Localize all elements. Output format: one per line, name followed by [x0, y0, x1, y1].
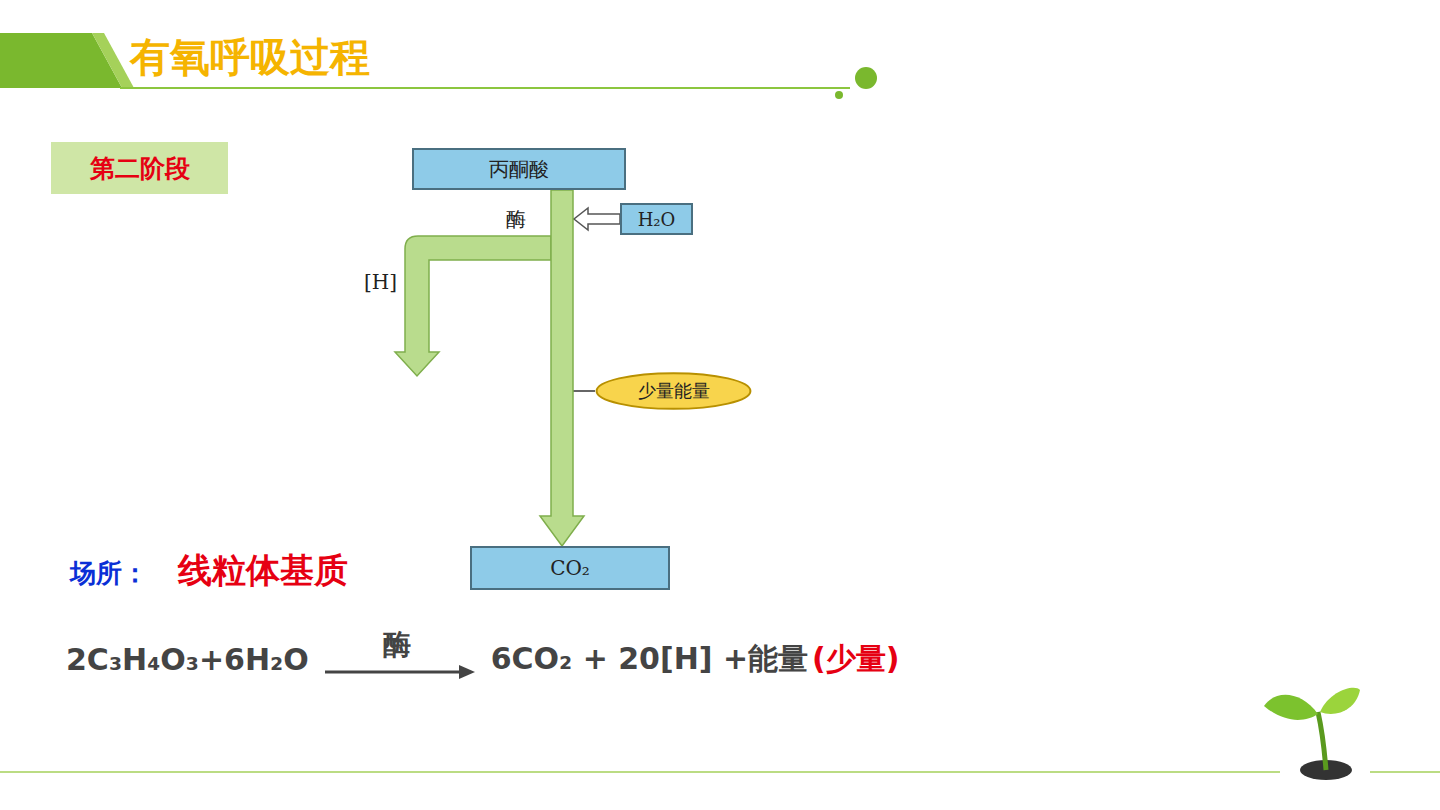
- equation-reactants: 2C₃H₄O₃+6H₂O: [66, 642, 309, 677]
- location-value: 线粒体基质: [178, 548, 348, 594]
- footer-line: [1370, 771, 1440, 773]
- product-label: [H]: [362, 270, 399, 294]
- process-box: CO₂: [470, 546, 670, 590]
- equation-products: 6CO₂ + 20[H] +能量: [491, 639, 808, 680]
- enzyme-label: 酶: [506, 206, 526, 233]
- h-branch-arrow: [395, 236, 551, 376]
- title-bar-accent: [92, 33, 134, 88]
- node-label: 少量能量: [638, 379, 710, 403]
- equation: 2C₃H₄O₃+6H₂O 酶 6CO₂ + 20[H] +能量(少量): [66, 632, 900, 686]
- equation-note: (少量): [812, 639, 899, 680]
- footer-line: [0, 771, 1280, 773]
- stage-band: 第二阶段: [51, 142, 228, 194]
- process-box: 丙酮酸: [412, 148, 626, 190]
- process-box: H₂O: [620, 203, 693, 235]
- location-label: 场所：: [70, 556, 148, 591]
- node-label: H₂O: [638, 209, 676, 230]
- sprout-icon: [1264, 688, 1360, 780]
- node-label: CO₂: [550, 556, 590, 580]
- connector: [540, 190, 584, 546]
- title-underline: [120, 87, 850, 89]
- node-label: 第二阶段: [90, 152, 190, 185]
- reaction-arrow: 酶: [325, 632, 475, 686]
- slide-title: 有氧呼吸过程: [130, 30, 370, 85]
- enzyme-label: 酶: [383, 626, 411, 664]
- title-dot: [835, 91, 843, 99]
- title-dot: [855, 67, 877, 89]
- node-label: 丙酮酸: [489, 156, 549, 183]
- energy-ellipse: 少量能量: [595, 372, 752, 410]
